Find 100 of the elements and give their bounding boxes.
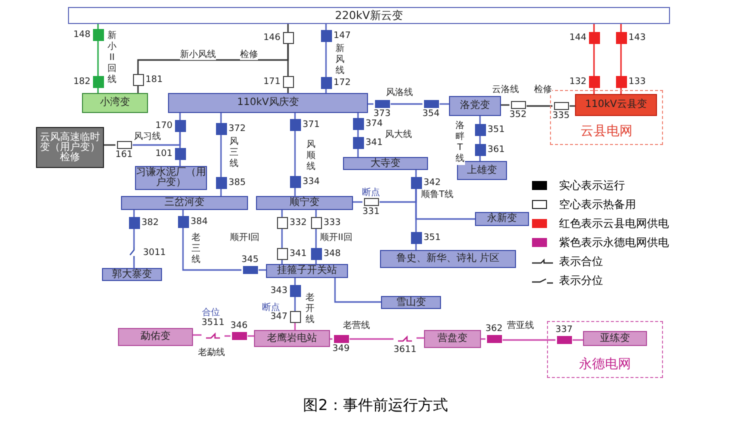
breaker-number: 3511 <box>202 318 224 328</box>
line-label: 新风线 <box>335 44 345 77</box>
line-label: 风大线 <box>385 130 412 140</box>
breaker-number: 372 <box>228 124 246 134</box>
line-label: 老三线 <box>191 233 201 266</box>
power-line <box>294 131 296 176</box>
substation-box: 亚练变 <box>583 331 647 346</box>
line-label: 老开线 <box>305 293 315 326</box>
line-label: 老营线 <box>343 321 370 331</box>
line-label: 风习线 <box>134 132 161 142</box>
substation-box: 营盘变 <box>424 330 481 348</box>
power-line <box>502 339 556 341</box>
breaker-number: 161 <box>115 150 133 160</box>
breaker-number: 341 <box>366 138 383 148</box>
substation-box: 110kV云县变 <box>575 94 657 116</box>
breaker-number: 342 <box>424 178 441 188</box>
breaker-number: 346 <box>230 321 248 331</box>
breaker-number: 182 <box>73 77 90 87</box>
breaker-number: 144 <box>569 33 586 43</box>
power-line <box>593 44 595 76</box>
substation-box: 大寺变 <box>343 157 428 170</box>
substation-box: 鲁史、新华、诗礼 片区 <box>380 250 516 268</box>
breaker-number: 181 <box>146 75 163 85</box>
breaker-number: 347 <box>270 312 288 322</box>
power-line <box>353 201 362 203</box>
status-note: 合位 <box>202 308 220 318</box>
power-line <box>572 339 583 341</box>
substation-box: 顺宁变 <box>256 196 353 210</box>
status-note: 断点 <box>262 303 280 313</box>
line-label: 云洛线 <box>492 85 519 95</box>
substation-box: 挂箍子开关站 <box>266 264 348 278</box>
line-label: 顺开Ⅰ回 <box>230 233 260 243</box>
breaker-number: 146 <box>263 33 280 43</box>
power-line <box>137 44 289 74</box>
breaker-number: 352 <box>509 110 527 120</box>
substation-box: 云风高速临时变（用户变）检修 <box>36 127 104 168</box>
substation-box: 永新变 <box>475 212 529 226</box>
breaker-number: 343 <box>270 286 288 296</box>
breaker-number: 362 <box>485 324 503 334</box>
line-label: 老勐线 <box>198 348 225 358</box>
power-line <box>325 42 327 77</box>
line-label: 风顺线 <box>306 140 316 173</box>
line-label: 风三线 <box>229 137 239 170</box>
substation-box: 上雄变 <box>457 161 507 180</box>
substation-box: 郭大寨变 <box>102 268 162 281</box>
legend-text: 紫色表示永德电网供电 <box>559 235 669 250</box>
power-line <box>220 135 222 177</box>
line-label: 新小风线 <box>180 50 216 60</box>
power-line <box>390 103 422 105</box>
status-note: 断点 <box>362 188 380 198</box>
breaker-number: 132 <box>569 77 586 87</box>
breaker-number: 335 <box>552 111 570 121</box>
line-label: 风洛线 <box>386 88 413 98</box>
breaker-number: 172 <box>334 78 351 88</box>
substation-box: 洛党变 <box>449 96 501 116</box>
substation-box: 小湾变 <box>82 93 148 113</box>
breaker-number: 345 <box>241 255 259 265</box>
breaker-number: 170 <box>155 121 172 131</box>
legend-text: 实心表示运行 <box>559 178 625 193</box>
line-label: 顺鲁T线 <box>421 190 454 200</box>
breaker-number: 143 <box>628 33 646 43</box>
breaker-number: 351 <box>488 125 505 135</box>
legend-text: 空心表示热备用 <box>559 197 636 212</box>
breaker-number: 3011 <box>143 248 166 258</box>
breaker-number: 361 <box>488 145 505 155</box>
substation-box: 老鹰岩电站 <box>254 330 330 347</box>
substation-box: 雪山变 <box>381 296 441 309</box>
breaker-number: 384 <box>190 217 208 227</box>
breaker-number: 332 <box>290 218 307 228</box>
power-line <box>220 113 222 123</box>
breaker-number: 382 <box>142 218 159 228</box>
power-line <box>315 229 317 248</box>
power-line <box>350 338 394 340</box>
power-line <box>224 335 230 337</box>
power-line <box>526 105 552 107</box>
status-note: 检修 <box>534 85 552 95</box>
legend-text: 红色表示云县电网供电 <box>559 216 669 231</box>
breaker-number: 101 <box>155 149 172 159</box>
breaker-number: 3611 <box>394 345 416 355</box>
breaker-number: 331 <box>362 207 380 217</box>
breaker-number: 374 <box>366 119 383 129</box>
legend-text: 表示合位 <box>559 254 603 269</box>
breaker-number: 171 <box>263 77 280 87</box>
line-label: 新小II回线 <box>107 31 117 86</box>
breaker-number: 133 <box>628 77 646 87</box>
substation-box: 习谦水泥厂（用户变） <box>135 166 207 190</box>
breaker-number: 385 <box>228 178 246 188</box>
breaker-number: 341 <box>290 249 307 259</box>
breaker-number: 147 <box>334 31 351 41</box>
breaker-number: 354 <box>422 109 440 119</box>
substation-box: 三岔河变 <box>121 196 248 210</box>
power-line <box>281 229 283 248</box>
breaker-number: 337 <box>555 325 573 335</box>
status-note: 检修 <box>240 50 258 60</box>
substation-box: 110kV风庆变 <box>168 93 368 113</box>
grid-zone-outline <box>550 90 663 145</box>
power-line <box>97 41 99 76</box>
legend-text: 表示分位 <box>559 273 603 288</box>
power-line <box>294 297 296 311</box>
breaker-number: 348 <box>324 249 341 259</box>
